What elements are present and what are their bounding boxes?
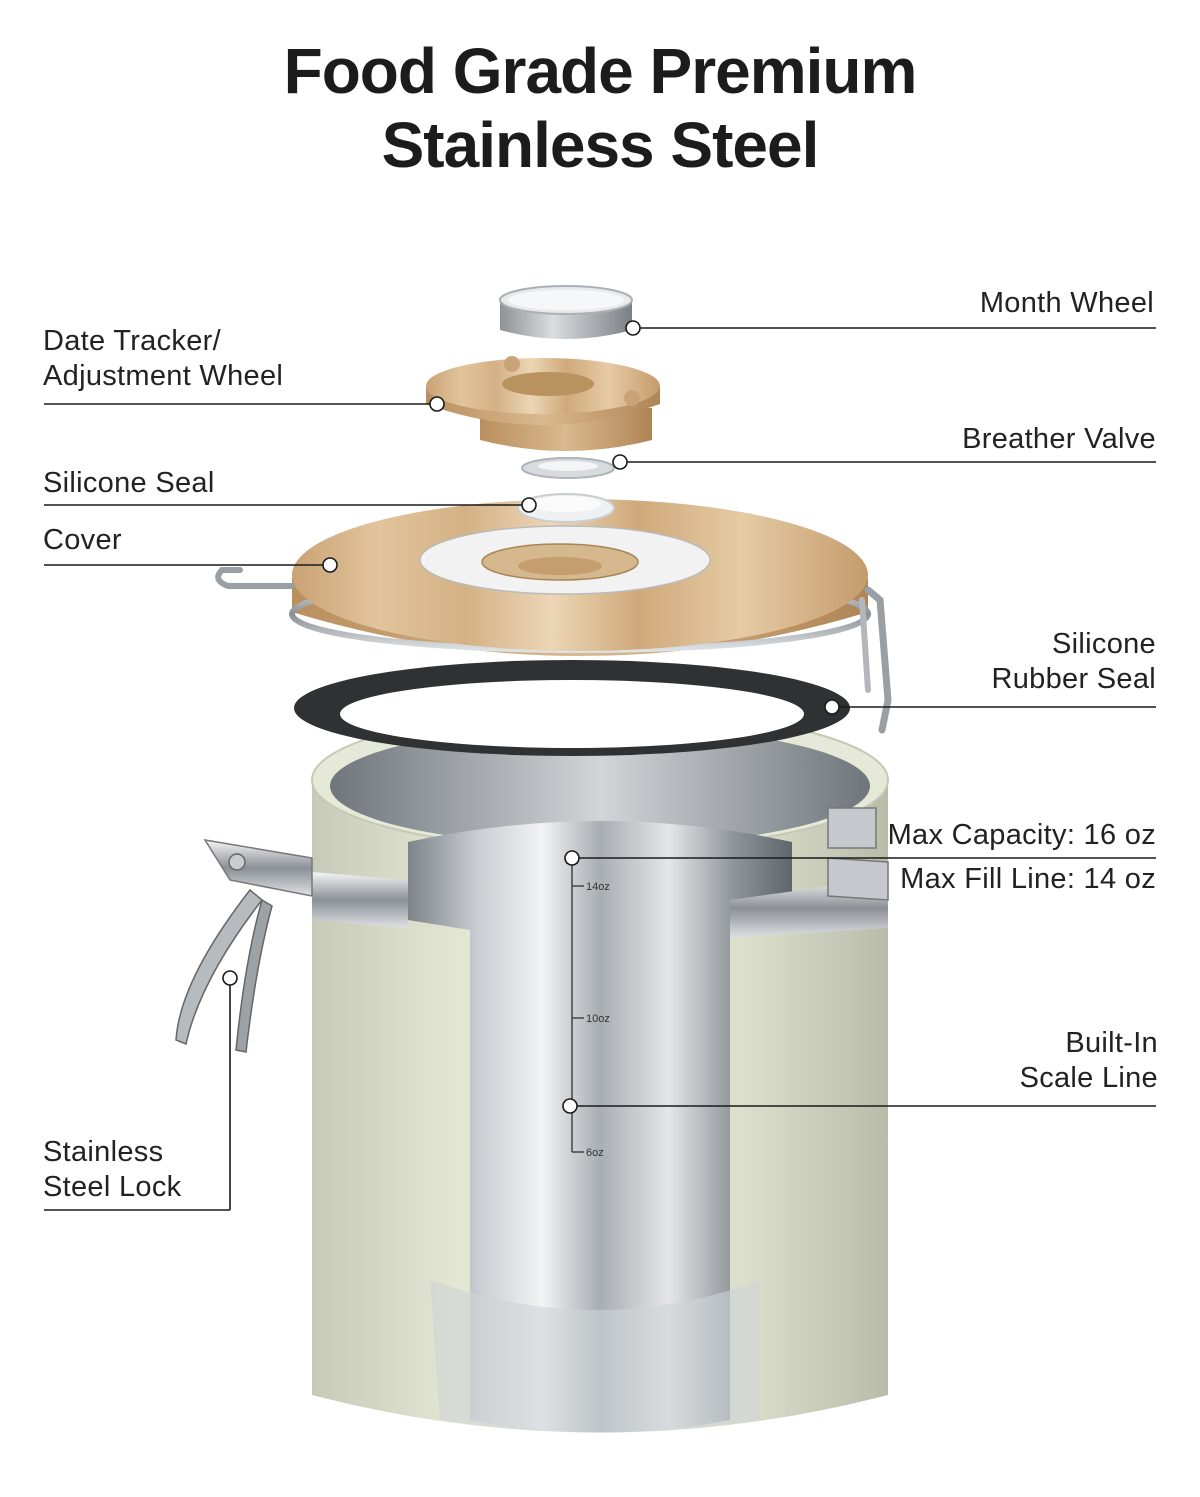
right-clip <box>827 807 889 901</box>
label-rubber-seal-line2: Rubber Seal <box>991 663 1156 695</box>
scale-mark-6: 6oz <box>586 1147 604 1159</box>
label-silicone-seal: Silicone Seal <box>43 467 215 499</box>
label-date-tracker-line2: Adjustment Wheel <box>43 360 284 392</box>
breather-valve-part <box>521 457 615 479</box>
leader-lines <box>44 320 1156 1211</box>
steel-inner-wall <box>408 821 792 1433</box>
label-lock-line1: Stainless <box>43 1136 164 1168</box>
title-line-1: Food Grade Premium <box>283 35 918 107</box>
label-scale-line2: Scale Line <box>1019 1062 1158 1094</box>
cover <box>215 499 892 734</box>
stainless-steel-lock <box>175 838 313 1053</box>
silicone-seal-part <box>517 493 615 523</box>
canister-body <box>311 709 889 1433</box>
label-rubber-seal-line1: Silicone <box>1052 628 1156 660</box>
label-date-tracker-line1: Date Tracker/ <box>43 325 221 357</box>
month-wheel-part <box>499 285 633 339</box>
label-breather-valve: Breather Valve <box>962 423 1156 455</box>
label-max-fill: Max Fill Line: 14 oz <box>900 863 1156 895</box>
label-month-wheel: Month Wheel <box>979 287 1154 319</box>
date-tracker-wheel <box>426 356 660 451</box>
label-cover: Cover <box>43 524 122 556</box>
silicone-rubber-seal <box>294 660 850 756</box>
label-max-capacity: Max Capacity: 16 oz <box>887 819 1156 851</box>
scale-mark-10: 10oz <box>586 1013 610 1025</box>
label-lock-line2: Steel Lock <box>43 1171 182 1203</box>
label-scale-line1: Built-In <box>1065 1027 1158 1059</box>
title-line-2: Stainless Steel <box>381 109 820 181</box>
scale-mark-14: 14oz <box>586 881 610 893</box>
